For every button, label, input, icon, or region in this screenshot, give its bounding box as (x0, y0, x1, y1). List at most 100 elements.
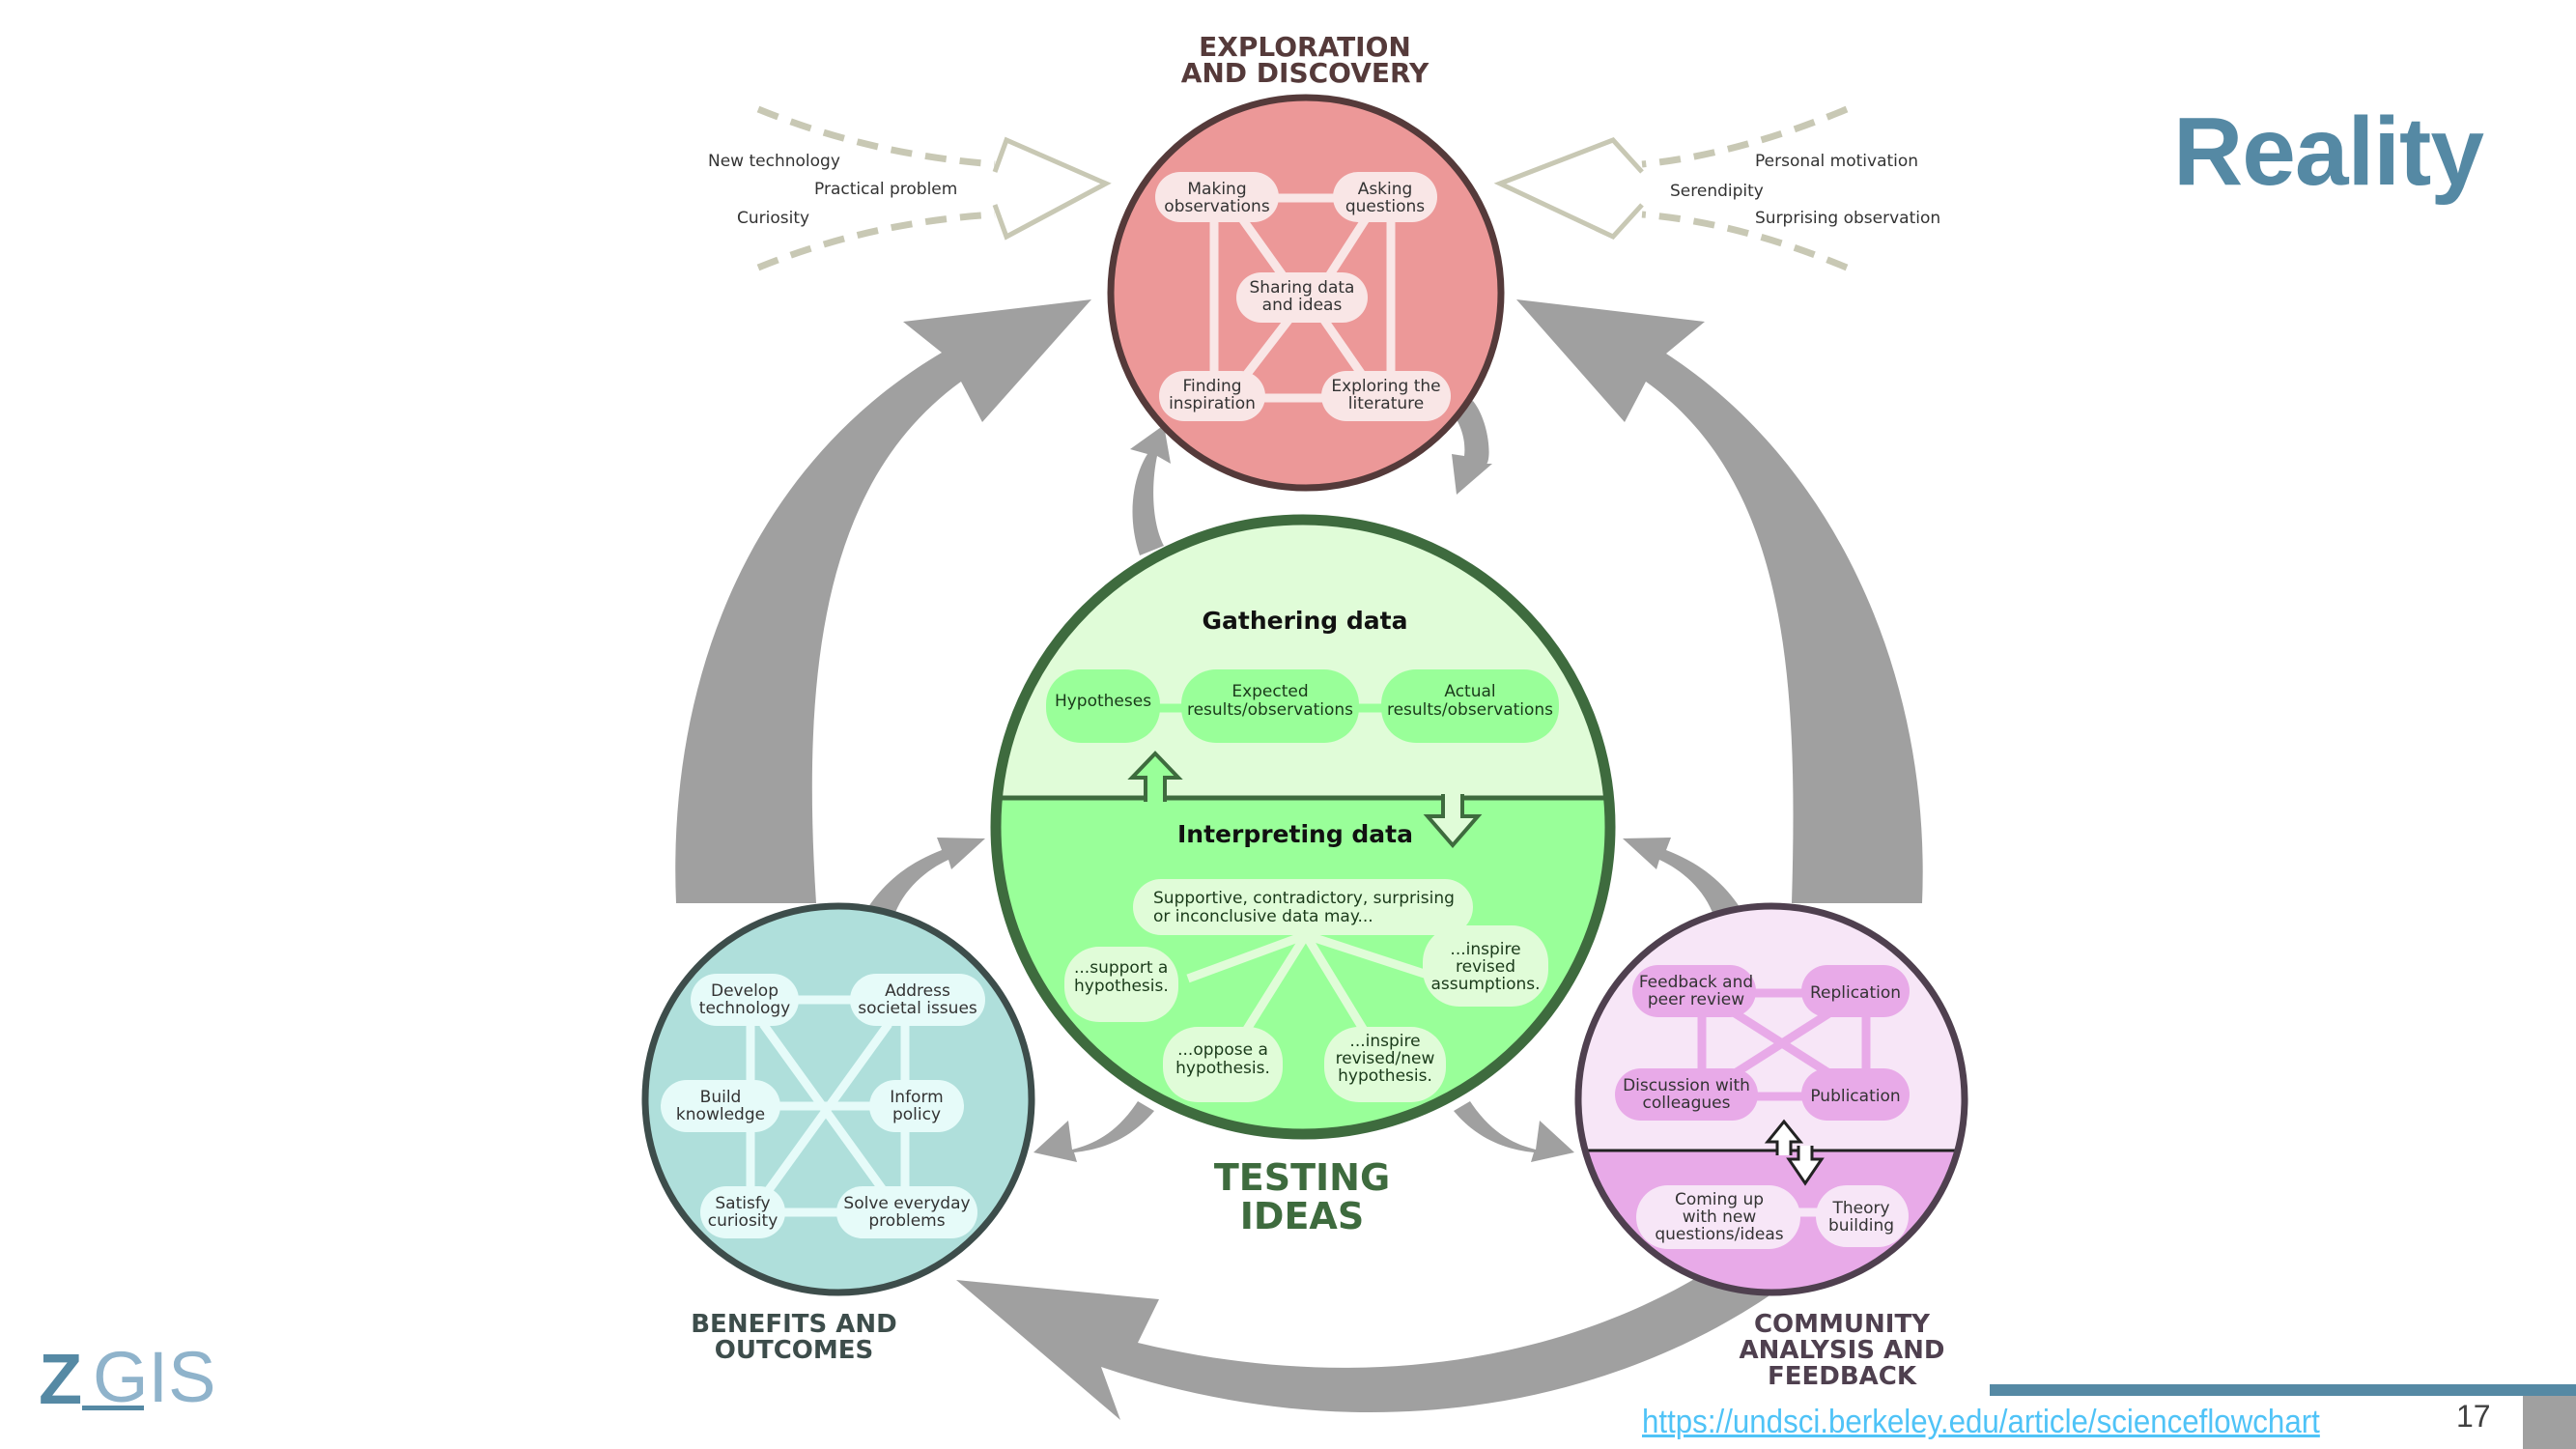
testing-ideas: Gathering data Hypotheses Expected resul… (990, 514, 1616, 1237)
node-solve-everyday-problems (836, 1186, 977, 1238)
node-hypotheses (1046, 669, 1160, 743)
gathering-nodes: Hypotheses Expected results/observations… (1046, 669, 1559, 743)
node-label: Develop (711, 981, 778, 1001)
node-data-may (1133, 879, 1473, 935)
node-sharing-data (1236, 272, 1368, 323)
community-title-line-1: COMMUNITY (1754, 1310, 1931, 1339)
node-label: Publication (1810, 1087, 1900, 1106)
exploration-title-line-2: AND DISCOVERY (1181, 57, 1430, 89)
benefits-nodes: Develop technology Address societal issu… (661, 974, 985, 1238)
influence-personal-motivation: Personal motivation (1755, 152, 1918, 171)
community-title-line-3: FEEDBACK (1768, 1362, 1917, 1391)
node-label: Asking (1358, 180, 1413, 199)
logo-gis: GIS (93, 1337, 216, 1417)
node-label: ...oppose a (1177, 1040, 1268, 1060)
node-publication (1801, 1068, 1910, 1121)
node-new-questions (1636, 1185, 1800, 1249)
influence-new-technology: New technology (708, 152, 840, 171)
node-feedback-peer-review (1632, 965, 1756, 1017)
node-label: Inform (890, 1088, 943, 1107)
node-label: Build (700, 1088, 742, 1107)
node-label: Actual (1444, 682, 1495, 701)
node-inspire-new-hypothesis (1324, 1027, 1446, 1102)
community-nodes-top: Feedback and peer review Replication Dis… (1615, 965, 1910, 1121)
node-label: Discussion with (1623, 1076, 1750, 1095)
node-asking-questions (1333, 172, 1437, 222)
up-arrow-icon (1764, 1119, 1804, 1155)
source-link[interactable]: https://undsci.berkeley.edu/article/scie… (1642, 1404, 2320, 1440)
influence-serendipity: Serendipity (1670, 182, 1764, 201)
node-label: Supportive, contradictory, surprising (1153, 889, 1455, 908)
outline-arrow-left (992, 136, 1112, 241)
node-finding-inspiration (1159, 371, 1265, 421)
node-label: ...support a (1074, 958, 1168, 978)
influence-curiosity: Curiosity (737, 209, 809, 228)
node-label: Making (1187, 180, 1246, 199)
testing-title-line-1: TESTING (1214, 1156, 1390, 1199)
node-theory-building (1816, 1185, 1909, 1247)
node-label: colleagues (1643, 1094, 1731, 1113)
exploration-and-discovery: EXPLORATION AND DISCOVERY Making observa… (1107, 31, 1505, 492)
node-label: questions/ideas (1655, 1225, 1783, 1244)
arrow-community-to-exploration (1516, 299, 1923, 903)
node-discussion-colleagues (1615, 1068, 1758, 1121)
node-inspire-assumptions (1423, 925, 1548, 1007)
node-label: and ideas (1262, 296, 1343, 315)
node-label: results/observations (1387, 700, 1553, 720)
arrow-testing-to-benefits (1033, 1101, 1154, 1162)
node-label: ...inspire (1349, 1032, 1420, 1051)
node-satisfy-curiosity (700, 1186, 785, 1238)
down-arrow-icon (1786, 1146, 1825, 1186)
influence-arrow-left (756, 105, 1112, 271)
influences-left: New technology Practical problem Curiosi… (708, 152, 957, 228)
page-number: 17 (2456, 1399, 2491, 1434)
node-label: literature (1348, 394, 1425, 413)
node-exploring-literature (1321, 371, 1451, 421)
node-label: Sharing data (1250, 278, 1355, 298)
node-inform-policy (869, 1080, 964, 1132)
influence-practical-problem: Practical problem (814, 180, 957, 199)
exploration-title-line-1: EXPLORATION (1199, 31, 1411, 63)
arrow-community-to-testing (1623, 838, 1743, 918)
benefits-title-line-1: BENEFITS AND (691, 1310, 897, 1339)
link (759, 1021, 892, 1201)
node-oppose-hypothesis (1163, 1027, 1283, 1102)
node-label: technology (699, 999, 790, 1018)
node-label: ...inspire (1450, 940, 1520, 959)
cycle-arrows (675, 299, 1923, 1420)
community-title-line-2: ANALYSIS AND (1740, 1336, 1945, 1365)
node-label: observations (1164, 197, 1270, 216)
node-label: hypothesis. (1338, 1066, 1432, 1086)
node-label: Hypotheses (1055, 692, 1151, 711)
connector-arrows (864, 401, 1743, 1162)
node-label: Coming up (1675, 1190, 1764, 1209)
benefits-and-outcomes: Develop technology Address societal issu… (641, 902, 1035, 1365)
node-label: inspiration (1169, 394, 1256, 413)
node-making-observations (1155, 172, 1279, 222)
node-label: Replication (1810, 983, 1901, 1003)
up-arrow-icon (1127, 751, 1183, 802)
link (1186, 930, 1308, 983)
dashed-line-left-bottom (756, 211, 996, 271)
node-label: assumptions. (1430, 975, 1540, 994)
node-label: questions (1345, 197, 1425, 216)
link (1726, 1006, 1838, 1081)
testing-title-line-2: IDEAS (1240, 1195, 1364, 1237)
gathering-region (998, 522, 1608, 798)
node-label: or inconclusive data may... (1153, 907, 1373, 926)
slide-title: Reality (2173, 98, 2484, 206)
node-label: hypothesis. (1074, 977, 1169, 996)
community-nodes-bottom: Coming up with new questions/ideas Theor… (1636, 1185, 1909, 1249)
arrow-exploration-to-testing (1451, 401, 1492, 495)
node-develop-technology (691, 974, 799, 1026)
arrow-testing-to-exploration (1130, 425, 1171, 555)
outline-arrow-right (1493, 137, 1644, 241)
link (1304, 930, 1441, 983)
node-address-societal-issues (850, 974, 985, 1026)
link (1237, 316, 1293, 384)
node-label: Expected (1231, 682, 1308, 701)
node-label: knowledge (676, 1105, 765, 1124)
interpreting-nodes: Supportive, contradictory, surprising or… (1064, 879, 1548, 1102)
influence-surprising-observation: Surprising observation (1755, 209, 1940, 228)
node-label: building (1828, 1216, 1894, 1236)
